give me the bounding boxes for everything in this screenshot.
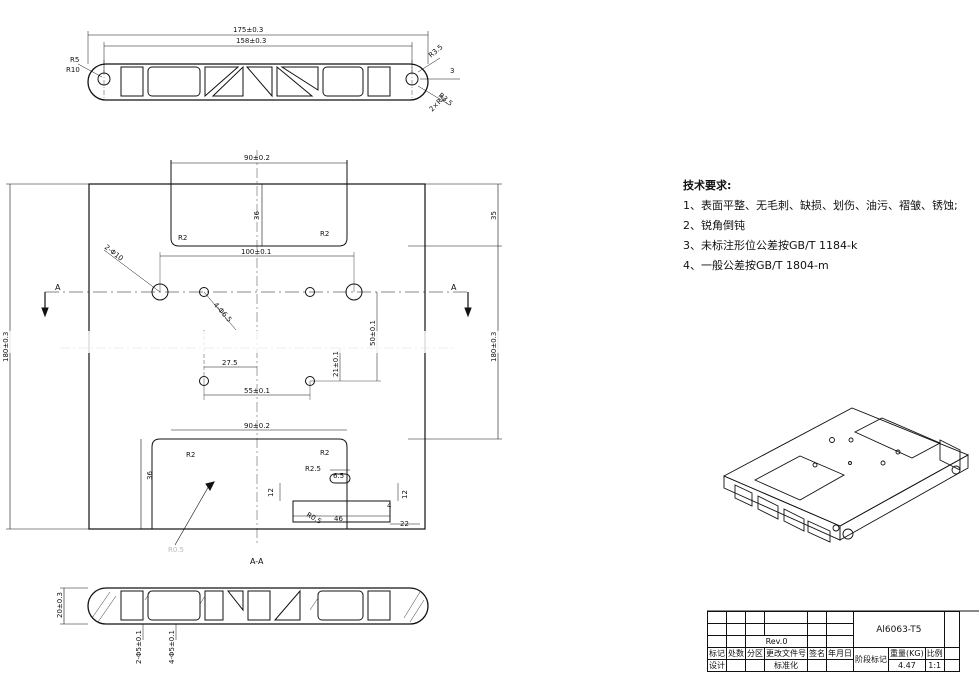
radius-r2-5: R2.5 (305, 465, 321, 473)
dim-hole-span-100: 100±0.1 (241, 248, 271, 256)
radius-r2-d: R2 (320, 449, 329, 457)
header-zone: 分区 (745, 647, 765, 660)
dim-22: 22 (400, 520, 409, 528)
tech-notes-heading: 技术要求: (683, 179, 732, 192)
dim-21: 21±0.1 (332, 351, 340, 377)
radius-r3-5-top: R3.5 (427, 43, 444, 59)
stage-label: 阶段标记 (853, 647, 889, 672)
section-title: A-A (250, 557, 264, 566)
tech-note-2: 2、锐角倒钝 (683, 219, 745, 232)
leader-note: R0.5 (168, 546, 184, 554)
radius-r2-b: R2 (320, 230, 329, 238)
isometric-view (722, 407, 970, 543)
dim-35: 35 (490, 211, 498, 220)
scale-label: 比例 (924, 647, 945, 660)
dim-55: 55±0.1 (244, 387, 270, 395)
dim-4-phi5: 4-Φ5±0.1 (168, 630, 176, 664)
dim-right-span: 180±0.3 (490, 332, 498, 362)
weight-value: 4.47 (888, 659, 926, 672)
dim-pocket-width-bottom: 90±0.2 (244, 422, 270, 430)
title-block: Al6063-T5 Rev.0 标记 处数 分区 更改文件号 签名 年月日 阶段… (707, 611, 960, 672)
header-count: 处数 (726, 647, 746, 660)
technical-requirements: 技术要求: 1、表面平整、无毛刺、缺损、划伤、油污、褶皱、锈蚀; 2、锐角倒钝 … (683, 176, 958, 276)
scale-value: 1:1 (924, 659, 945, 672)
dim-overall-height: 180±0.3 (2, 332, 10, 362)
dim-4-phi6-5: 4-Φ6.5 (212, 301, 234, 324)
dim-hole-span: 158±0.3 (236, 37, 266, 45)
material-spec: Al6063-T5 (853, 611, 945, 648)
radius-r5: R5 (70, 56, 79, 64)
tech-note-3: 3、未标注形位公差按GB/T 1184-k (683, 239, 858, 252)
dim-46: 46 (334, 515, 343, 523)
dim-27-5: 27.5 (222, 359, 238, 367)
dim-2-phi5: 2-Φ5±0.1 (135, 630, 143, 664)
section-marker-left: A (55, 283, 61, 292)
header-signature: 签名 (807, 647, 827, 660)
top-profile-view (77, 31, 460, 105)
revision: Rev.0 (745, 635, 808, 648)
dim-pocket-depth-bottom: 36 (146, 471, 154, 480)
standardization-label: 标准化 (764, 659, 808, 672)
design-label: 设计 (707, 659, 727, 672)
weight-label: 重量(KG) (888, 647, 926, 660)
section-marker-right: A (451, 283, 457, 292)
dim-6-5: 6.5 (333, 472, 344, 480)
tech-note-1: 1、表面平整、无毛刺、缺损、划伤、油污、褶皱、锈蚀; (683, 199, 958, 212)
plan-view (6, 150, 502, 546)
dim-three: 3 (450, 67, 454, 75)
header-mark: 标记 (707, 647, 727, 660)
radius-r2-c: R2 (186, 451, 195, 459)
dim-50: 50±0.1 (369, 320, 377, 346)
dim-pocket-depth-top: 36 (253, 211, 261, 220)
dim-4: 4 (387, 502, 392, 510)
radius-r2-a: R2 (178, 234, 187, 242)
dim-thickness-20: 20±0.3 (56, 592, 64, 618)
radius-r0-5: R0.5 (305, 511, 323, 526)
dim-12-left: 12 (267, 488, 275, 497)
dim-12-right: 12 (401, 490, 409, 499)
radius-r10: R10 (66, 66, 80, 74)
dim-pocket-width-top: 90±0.2 (244, 154, 270, 162)
dim-overall-width: 175±0.3 (233, 26, 263, 34)
header-date: 年月日 (826, 647, 854, 660)
dim-2-phi10: 2-Φ10 (103, 243, 125, 262)
section-view (60, 587, 429, 640)
header-change-doc: 更改文件号 (764, 647, 808, 660)
tech-note-4: 4、一般公差按GB/T 1804-m (683, 259, 829, 272)
